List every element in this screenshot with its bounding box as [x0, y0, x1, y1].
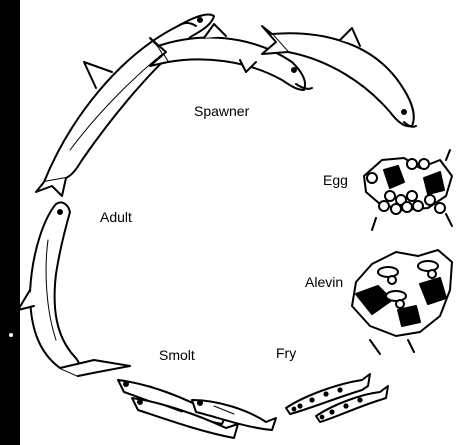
- stage-label-egg: Egg: [323, 172, 348, 188]
- smolt-fish-group: [118, 380, 276, 438]
- stage-label-fry: Fry: [276, 345, 296, 361]
- stage-label-adult: Adult: [100, 209, 132, 225]
- adult-fish: [18, 202, 130, 376]
- stage-label-alevin: Alevin: [305, 274, 343, 290]
- stage-label-spawner: Spawner: [194, 103, 249, 119]
- alevin-cluster: [352, 250, 452, 354]
- egg-cluster: [364, 150, 452, 230]
- stage-label-smolt: Smolt: [159, 347, 195, 363]
- fry-fish-group: [286, 374, 388, 422]
